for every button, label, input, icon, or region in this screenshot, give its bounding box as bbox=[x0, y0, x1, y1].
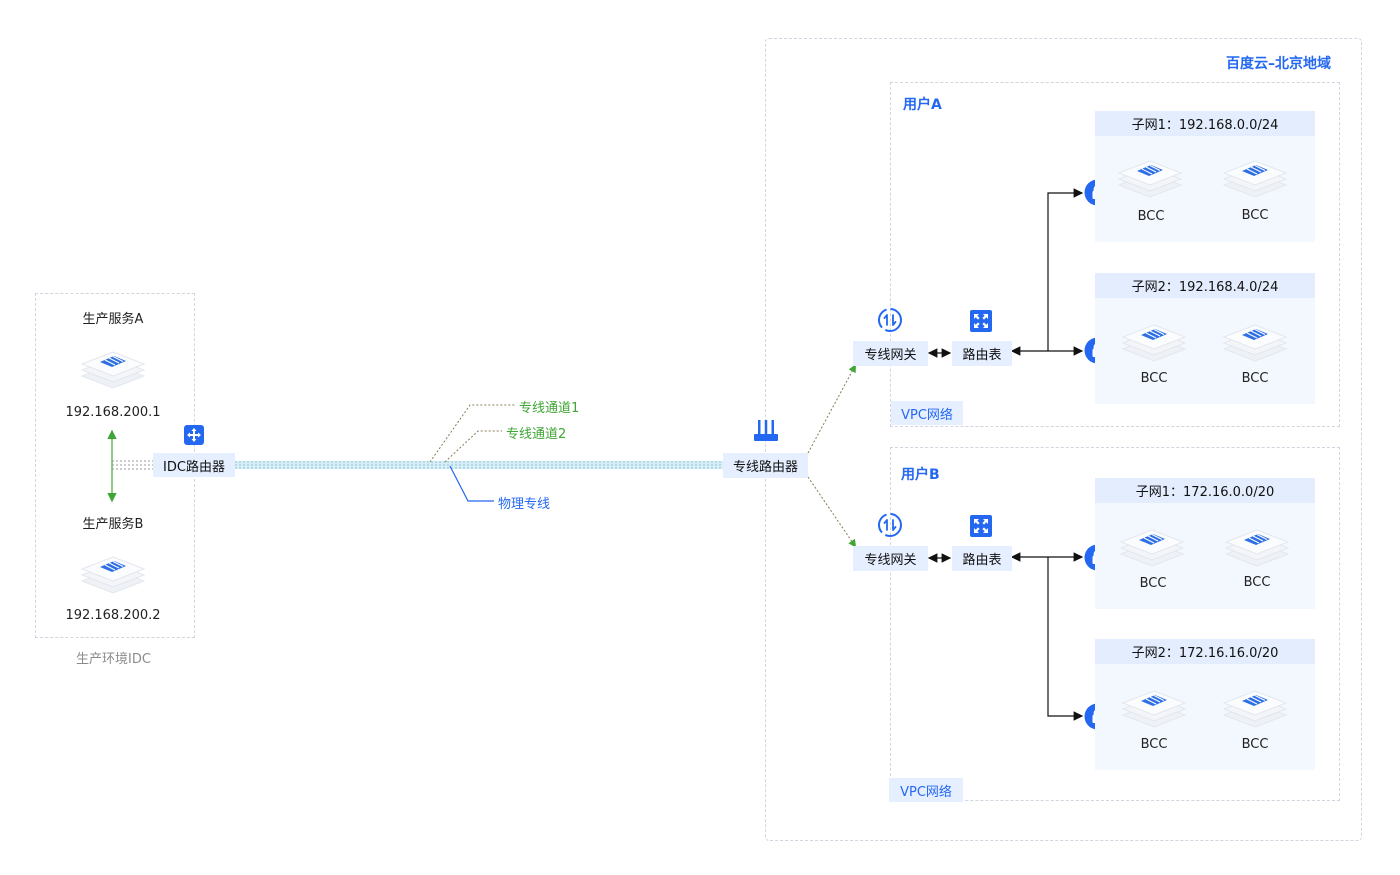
server-stack-icon bbox=[1220, 313, 1290, 365]
channel1-callout bbox=[429, 404, 515, 463]
server-stack-icon bbox=[1115, 149, 1185, 201]
idc-router[interactable]: IDC路由器 bbox=[153, 453, 235, 477]
user-b-box bbox=[890, 447, 1340, 801]
service-a-ip: 192.168.200.1 bbox=[65, 405, 161, 420]
bcc-label: BCC bbox=[1241, 371, 1269, 386]
server-stack-icon bbox=[1220, 679, 1290, 731]
idc-caption: 生产环境IDC bbox=[76, 652, 151, 667]
server-stack-icon bbox=[78, 545, 148, 597]
subnet-label: 子网1：192.168.0.0/24 bbox=[1095, 111, 1315, 136]
subnet-label: 子网2：192.168.4.0/24 bbox=[1095, 273, 1315, 298]
subnet-label: 子网1：172.16.0.0/20 bbox=[1095, 478, 1315, 503]
gateway-b[interactable]: 专线网关 bbox=[853, 546, 928, 571]
gateway-a[interactable]: 专线网关 bbox=[853, 341, 928, 366]
router-to-gateway-b bbox=[807, 476, 857, 548]
region-title: 百度云–北京地域 bbox=[1226, 56, 1331, 72]
antenna-router-icon bbox=[752, 418, 780, 444]
route-expand-icon bbox=[970, 515, 992, 537]
server-stack-icon bbox=[1119, 313, 1189, 365]
route-to-subnets-b bbox=[1010, 552, 1084, 721]
physical-callout bbox=[449, 465, 494, 502]
channel1-label: 专线通道1 bbox=[519, 401, 580, 416]
subnet-panel-a2: 子网2：192.168.4.0/24 BCC BCC bbox=[1095, 273, 1315, 404]
dedicated-router[interactable]: 专线路由器 bbox=[723, 453, 808, 478]
subnet-panel-b1: 子网1：172.16.0.0/20 BCC BCC bbox=[1095, 478, 1315, 609]
bcc-label: BCC bbox=[1243, 575, 1271, 590]
subnet-label: 子网2：172.16.16.0/20 bbox=[1095, 639, 1315, 664]
service-b-name: 生产服务B bbox=[82, 517, 144, 532]
bcc-label: BCC bbox=[1137, 209, 1165, 224]
bcc-label: BCC bbox=[1241, 737, 1269, 752]
user-a-box bbox=[890, 82, 1340, 427]
user-b-title: 用户B bbox=[901, 467, 940, 483]
bcc-label: BCC bbox=[1139, 576, 1167, 591]
route-expand-icon bbox=[970, 310, 992, 332]
server-stack-icon bbox=[1222, 518, 1292, 570]
route-table-a[interactable]: 路由表 bbox=[952, 341, 1012, 366]
router-move-icon bbox=[184, 425, 204, 445]
server-stack-icon bbox=[78, 340, 148, 392]
service-b-ip: 192.168.200.2 bbox=[65, 608, 161, 623]
physical-line bbox=[235, 461, 723, 469]
server-stack-icon bbox=[1220, 149, 1290, 201]
channel2-label: 专线通道2 bbox=[506, 427, 567, 442]
server-stack-icon bbox=[1119, 679, 1189, 731]
service-a-name: 生产服务A bbox=[82, 312, 144, 327]
subnet-panel-b2: 子网2：172.16.16.0/20 BCC BCC bbox=[1095, 639, 1315, 770]
subnet-panel-a1: 子网1：192.168.0.0/24 BCC BCC bbox=[1095, 111, 1315, 242]
idc-to-router-lines bbox=[112, 460, 153, 470]
bcc-label: BCC bbox=[1140, 737, 1168, 752]
bcc-label: BCC bbox=[1241, 208, 1269, 223]
vpc-tag-a: VPC网络 bbox=[891, 401, 963, 425]
gateway-sync-icon bbox=[877, 307, 903, 333]
gateway-sync-icon bbox=[877, 512, 903, 538]
user-a-title: 用户A bbox=[903, 97, 942, 113]
server-stack-icon bbox=[1117, 518, 1187, 570]
vpc-tag-b: VPC网络 bbox=[889, 778, 963, 802]
route-to-subnets-a bbox=[1010, 188, 1084, 356]
router-to-gateway-a bbox=[807, 364, 856, 454]
physical-line-label: 物理专线 bbox=[498, 497, 551, 512]
bcc-label: BCC bbox=[1140, 371, 1168, 386]
channel2-callout bbox=[444, 430, 502, 463]
route-table-b[interactable]: 路由表 bbox=[952, 546, 1012, 571]
